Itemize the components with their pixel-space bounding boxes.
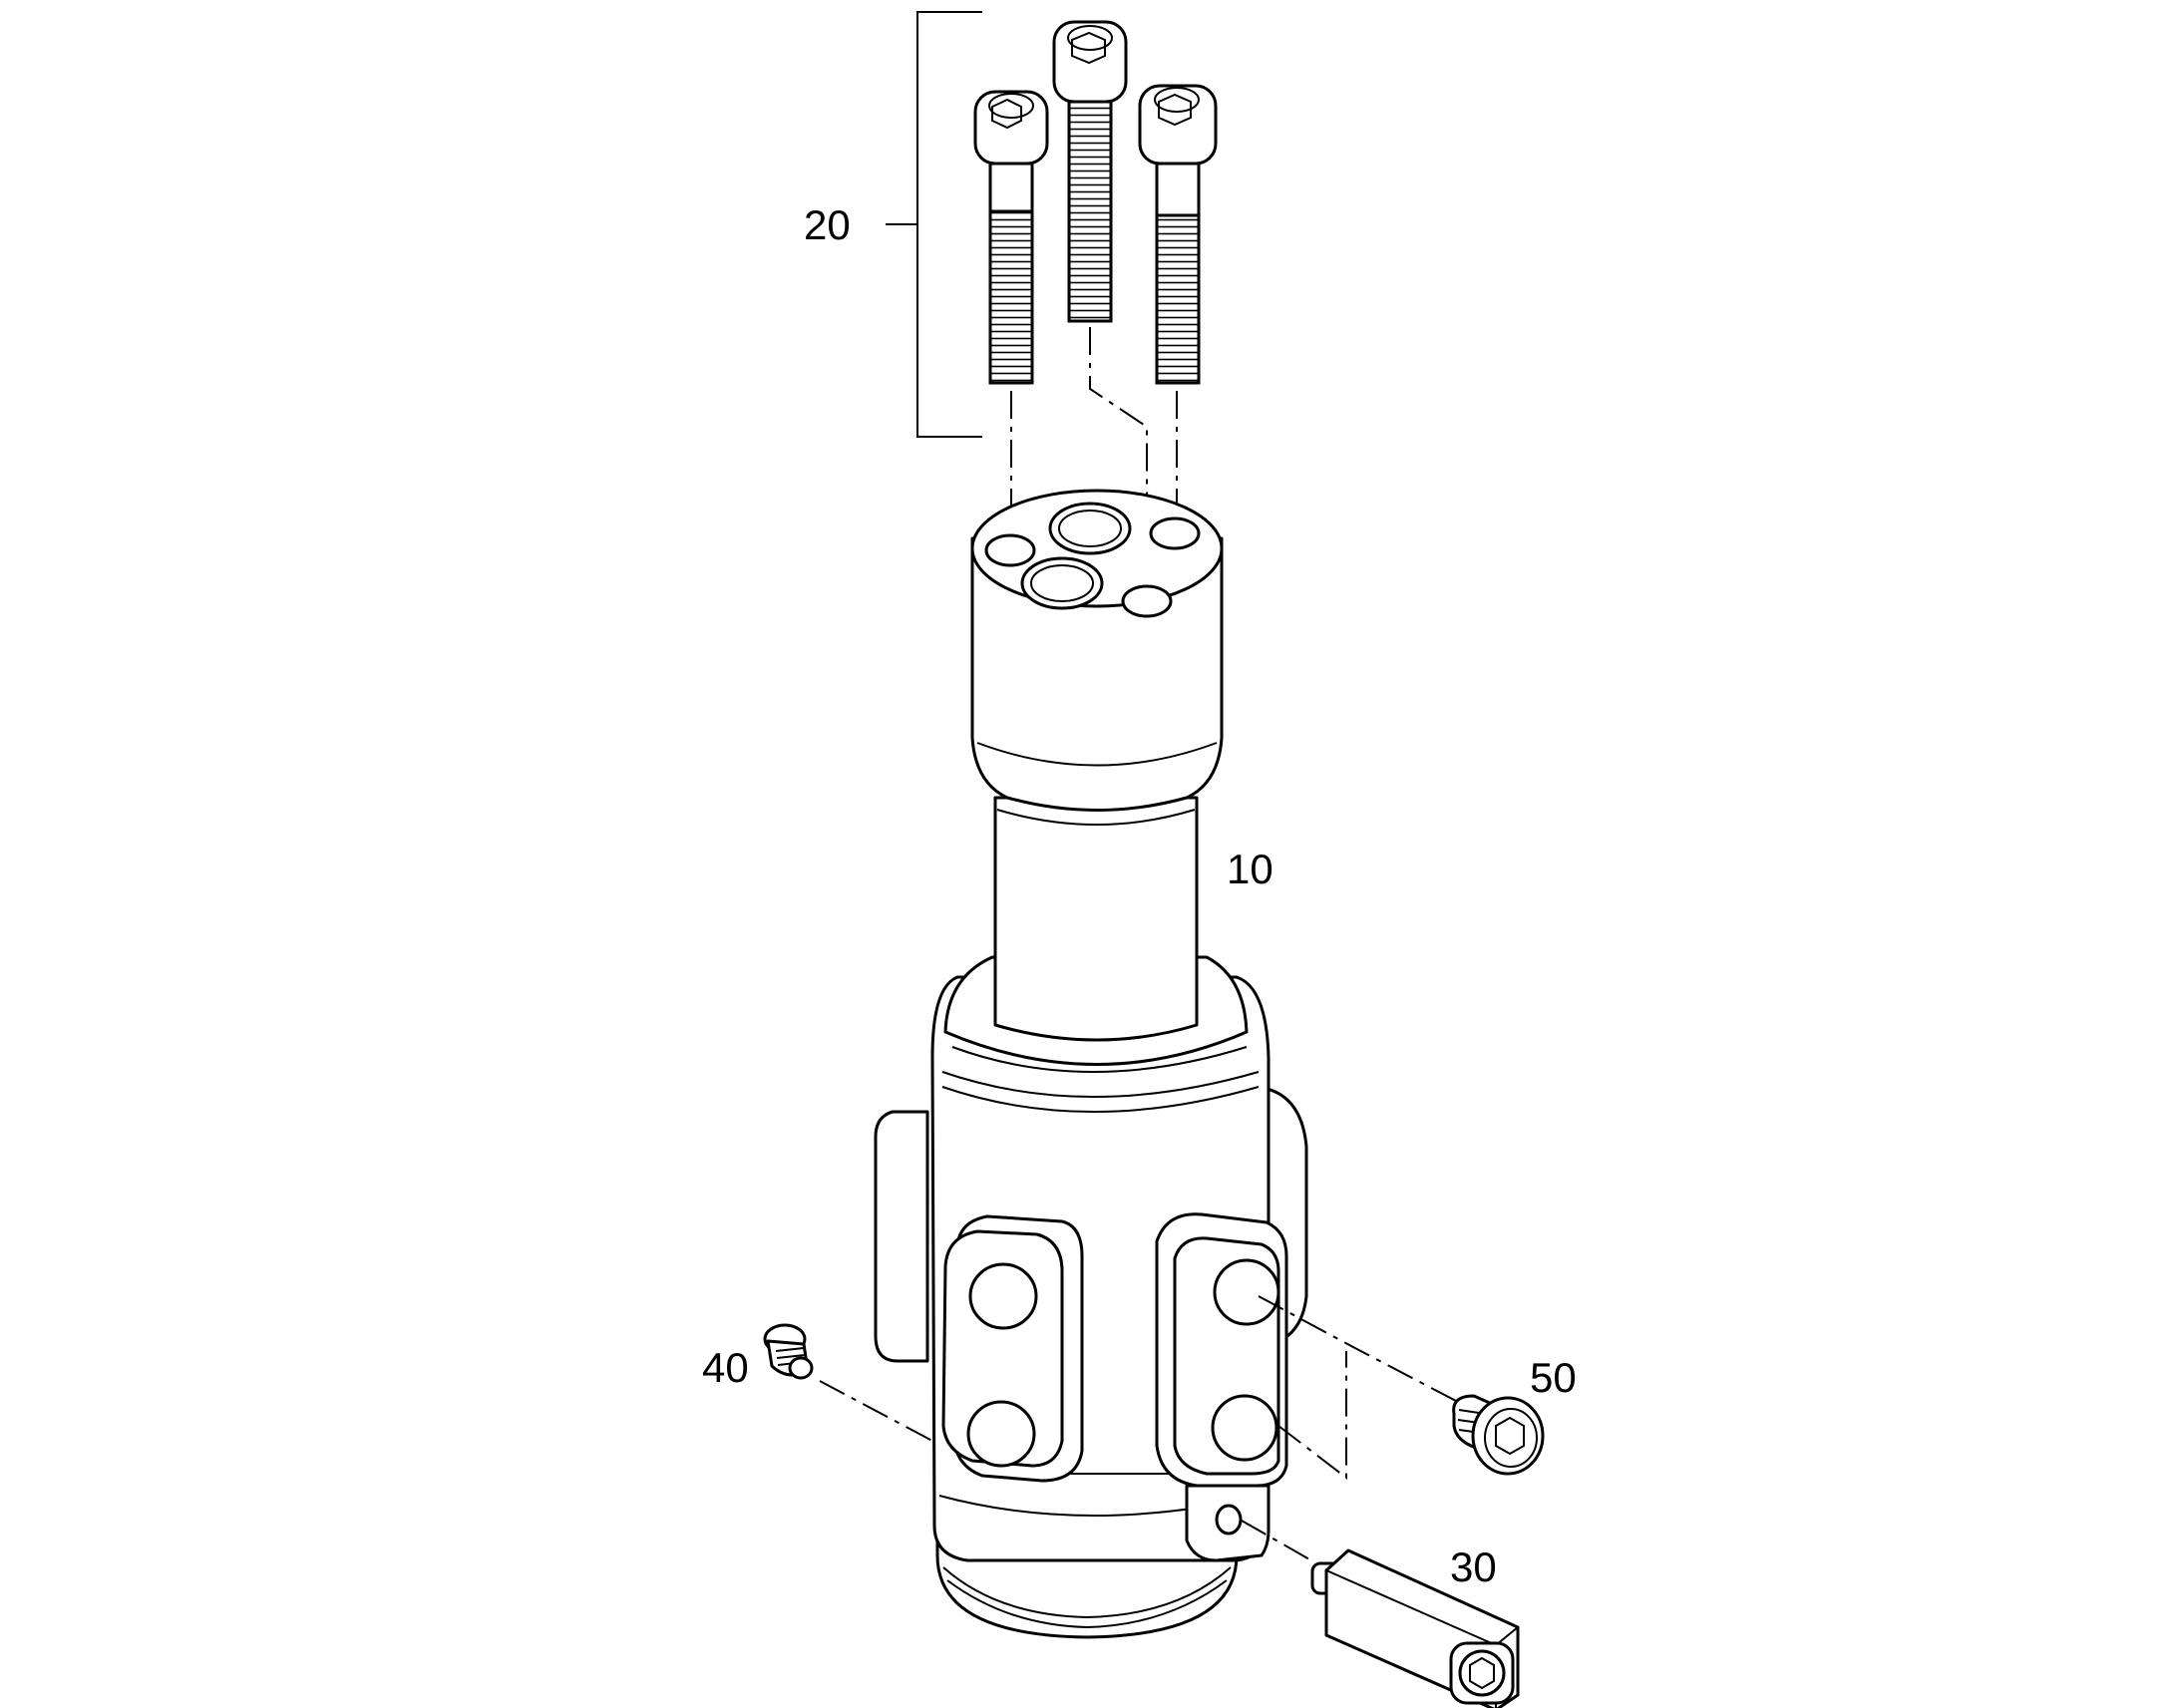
oring-port-2 (1020, 556, 1104, 610)
port-left-upper (968, 1262, 1038, 1330)
sensor-port (1215, 1504, 1243, 1536)
oring-port-1 (1048, 502, 1132, 555)
explosion-lines (819, 1295, 1457, 1561)
port-left-lower (966, 1400, 1036, 1468)
valve-body (874, 489, 1308, 1639)
callout-50: 50 (1530, 1354, 1577, 1401)
callout-40: 40 (702, 1344, 749, 1391)
callout-30: 30 (1450, 1543, 1497, 1590)
plug-40 (763, 1323, 814, 1380)
sensor-30 (1310, 1548, 1520, 1708)
port-right-lower (1211, 1394, 1278, 1462)
group-bracket-20 (886, 11, 982, 438)
screw-center (1052, 20, 1128, 323)
port-right-upper (1213, 1258, 1280, 1326)
bolt-hole-3 (1121, 584, 1173, 618)
bolt-hole-1 (984, 533, 1036, 567)
screw-right (1138, 84, 1218, 385)
plug-50 (1452, 1394, 1545, 1476)
callout-10: 10 (1227, 846, 1273, 892)
bolt-hole-2 (1149, 516, 1201, 550)
screw-left (973, 90, 1049, 385)
callout-20: 20 (804, 201, 851, 248)
